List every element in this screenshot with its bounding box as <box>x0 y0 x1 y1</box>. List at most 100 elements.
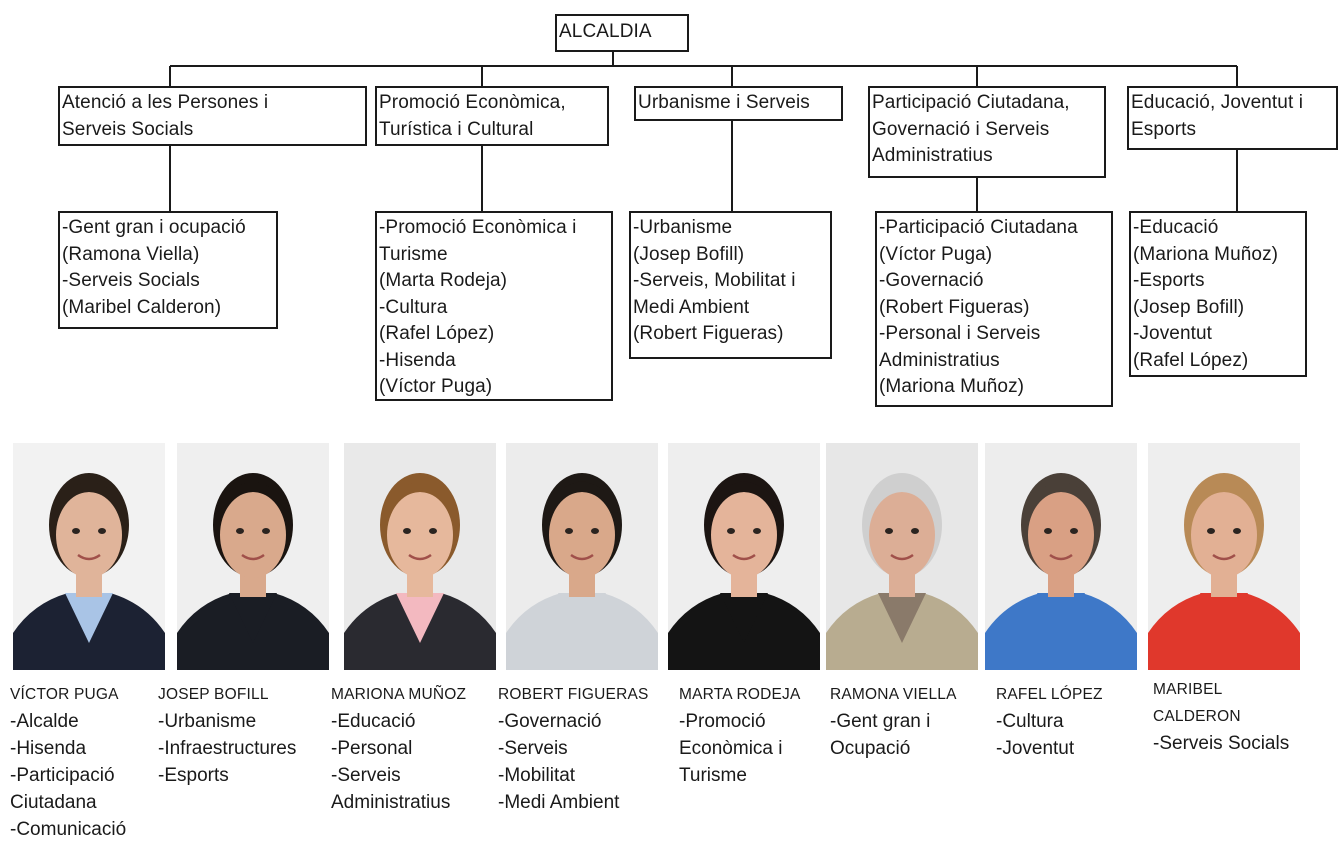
person-name: RAMONA VIELLA <box>830 686 957 703</box>
portrait-photo <box>1148 443 1300 670</box>
portrait-eye <box>753 528 761 534</box>
portrait-illustration <box>985 443 1137 670</box>
root-label: ALCALDIA <box>559 21 652 42</box>
root-box-alcaldia: ALCALDIA <box>555 14 689 52</box>
area-title-line: Participació Ciutadana, <box>872 92 1070 113</box>
detail-line: Administratius <box>879 349 1000 371</box>
person-role: -Mobilitat <box>498 765 576 786</box>
portrait-collar <box>720 593 768 643</box>
portrait-face <box>1028 492 1094 578</box>
portrait-eye <box>1070 528 1078 534</box>
portrait-mouth <box>1212 553 1236 561</box>
portrait-face <box>711 492 777 578</box>
area-title-line: Promoció Econòmica, <box>379 92 566 113</box>
area-title-line: Atenció a les Persones i <box>62 92 269 113</box>
person-role: -Urbanisme <box>158 711 257 732</box>
area-box-urbanisme: Urbanisme i Serveis <box>634 86 843 121</box>
detail-line: (Mariona Muñoz) <box>879 376 1025 397</box>
person-name: MARIBEL CALDERON <box>1153 681 1241 725</box>
detail-line: (Maribel Calderon) <box>62 296 222 318</box>
portrait-illustration <box>668 443 820 670</box>
portrait-photo <box>668 443 820 670</box>
person-caption: MARTA RODEJA -Promoció Econòmica i Turis… <box>679 684 801 789</box>
portrait-eye <box>911 528 919 534</box>
person-role: -Comunicació <box>10 819 127 840</box>
portrait-illustration <box>1148 443 1300 670</box>
person-role: -Serveis Socials <box>1153 733 1290 754</box>
person-role: -Educació <box>331 711 416 732</box>
person-name: JOSEP BOFILL <box>158 686 269 703</box>
person-caption: VÍCTOR PUGA -Alcalde -Hisenda -Participa… <box>10 684 126 843</box>
area-box-persones: Atenció a les Persones i Serveis Socials <box>58 86 367 146</box>
portrait-mouth <box>890 553 914 561</box>
person-role: -Gent gran i <box>830 711 931 732</box>
person-caption: JOSEP BOFILL -Urbanisme -Infraestructure… <box>158 684 296 789</box>
portrait-eye <box>429 528 437 534</box>
person-name: RAFEL LÓPEZ <box>996 686 1103 703</box>
person-role: Ciutadana <box>10 792 97 813</box>
portrait-eye <box>727 528 735 534</box>
detail-box-participacio: -Participació Ciutadana (Víctor Puga) -G… <box>875 211 1113 407</box>
person-role: -Medi Ambient <box>498 792 620 813</box>
portrait-illustration <box>506 443 658 670</box>
portrait-photo <box>506 443 658 670</box>
portrait-collar <box>65 593 113 643</box>
portrait-fringe <box>384 481 456 513</box>
person-role: -Promoció <box>679 711 766 732</box>
detail-line: (Víctor Puga) <box>879 243 993 265</box>
detail-line: -Gent gran i ocupació <box>62 217 246 238</box>
portrait-illustration <box>13 443 165 670</box>
person-role: Administratius <box>331 792 451 813</box>
portrait-face <box>1191 492 1257 578</box>
person-role: -Participació <box>10 765 115 786</box>
person-role: -Esports <box>158 765 229 786</box>
area-title-line: Governació i Serveis <box>872 118 1050 140</box>
detail-line: -Esports <box>1133 270 1205 291</box>
portrait-illustration <box>344 443 496 670</box>
detail-box-urbanisme: -Urbanisme (Josep Bofill) -Serveis, Mobi… <box>629 211 832 359</box>
portrait-eye <box>72 528 80 534</box>
portrait-collar <box>1200 593 1248 643</box>
portrait-mouth <box>241 553 265 561</box>
detail-line: (Víctor Puga) <box>379 376 493 397</box>
person-caption: RAFEL LÓPEZ -Cultura -Joventut <box>996 684 1103 762</box>
portrait-eye <box>1044 528 1052 534</box>
detail-line: -Personal i Serveis <box>879 323 1041 344</box>
portrait-photo <box>344 443 496 670</box>
detail-line: -Participació Ciutadana <box>879 217 1078 238</box>
detail-line: -Urbanisme <box>633 217 733 238</box>
person-caption: ROBERT FIGUERAS -Governació -Serveis -Mo… <box>498 684 649 816</box>
portrait-collar <box>1037 593 1085 643</box>
person-role: -Personal <box>331 738 413 759</box>
area-title-line: Administratius <box>872 145 993 166</box>
person-role: -Cultura <box>996 711 1064 732</box>
area-title-line: Esports <box>1131 118 1197 140</box>
person-role: -Alcalde <box>10 711 79 732</box>
portrait-photo <box>985 443 1137 670</box>
person-name: MARIONA MUÑOZ <box>331 686 467 703</box>
person-name: MARTA RODEJA <box>679 686 801 703</box>
detail-line: (Marta Rodeja) <box>379 270 508 291</box>
portrait-fringe <box>1025 481 1097 513</box>
portrait-eye <box>98 528 106 534</box>
person-caption: MARIONA MUÑOZ -Educació -Personal -Serve… <box>331 684 466 816</box>
portrait-photo <box>13 443 165 670</box>
person-role: -Infraestructures <box>158 738 297 759</box>
portrait-mouth <box>570 553 594 561</box>
detail-line: -Educació <box>1133 217 1219 238</box>
portrait-mouth <box>1049 553 1073 561</box>
detail-line: (Josep Bofill) <box>633 243 745 265</box>
portrait-face <box>549 492 615 578</box>
area-title-line: Educació, Joventut i <box>1131 92 1304 113</box>
person-role: -Serveis <box>498 738 568 759</box>
person-caption: MARIBEL CALDERON -Serveis Socials <box>1153 676 1289 757</box>
detail-line: -Hisenda <box>379 349 456 371</box>
portrait-illustration <box>177 443 329 670</box>
portrait-eye <box>1207 528 1215 534</box>
detail-line: -Serveis Socials <box>62 270 200 291</box>
portrait-fringe <box>708 481 780 513</box>
person-role: Ocupació <box>830 738 911 759</box>
person-caption: RAMONA VIELLA -Gent gran i Ocupació <box>830 684 957 762</box>
person-name: VÍCTOR PUGA <box>10 686 119 703</box>
portrait-collar <box>229 593 277 643</box>
